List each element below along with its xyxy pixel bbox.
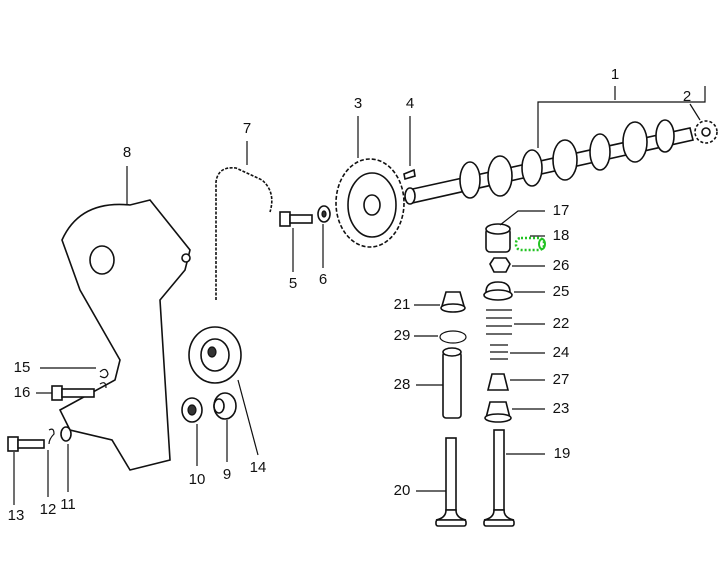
callout-24[interactable]: 24 (553, 344, 570, 361)
part-13-bolt[interactable] (7, 436, 45, 505)
part-2-drive-gear[interactable] (689, 103, 718, 144)
part-11-washer[interactable] (60, 426, 72, 492)
callout-17[interactable]: 17 (553, 202, 570, 219)
callout-18[interactable]: 18 (553, 227, 570, 244)
callout-5[interactable]: 5 (289, 275, 297, 292)
callout-11[interactable]: 11 (60, 496, 76, 513)
callout-16[interactable]: 16 (14, 384, 31, 401)
part-17-tappet[interactable] (485, 210, 545, 253)
callout-27[interactable]: 27 (553, 371, 570, 388)
callout-25[interactable]: 25 (553, 283, 570, 300)
callout-15[interactable]: 15 (14, 359, 31, 376)
callout-2[interactable]: 2 (683, 88, 691, 105)
part-27-valve-stem-seal[interactable] (486, 373, 545, 391)
part-8-timing-cover[interactable] (58, 166, 191, 471)
callout-22[interactable]: 22 (553, 315, 570, 332)
callout-4[interactable]: 4 (406, 95, 414, 112)
part-25-spring-retainer[interactable] (483, 281, 545, 301)
callout-12[interactable]: 12 (40, 501, 57, 518)
part-16-bolt[interactable] (36, 385, 95, 401)
part-20-intake-valve[interactable] (416, 437, 467, 527)
part-9-spacer[interactable] (213, 392, 237, 462)
callout-6[interactable]: 6 (319, 271, 327, 288)
callout-21[interactable]: 21 (394, 296, 411, 313)
part-1-camshaft[interactable] (404, 119, 694, 205)
part-29-circlip[interactable] (414, 330, 467, 344)
part-3-camshaft-sprocket[interactable] (335, 116, 405, 248)
callout-7[interactable]: 7 (243, 120, 251, 137)
part-10-bushing[interactable] (181, 397, 203, 466)
callout-14[interactable]: 14 (250, 459, 267, 476)
part-1-camshaft-bracket-line (537, 86, 706, 148)
callout-29[interactable]: 29 (394, 327, 411, 344)
part-4-woodruff-key[interactable] (403, 116, 416, 181)
callout-13[interactable]: 13 (8, 507, 25, 524)
part-14-tensioner-pulley[interactable] (188, 326, 259, 456)
callout-19[interactable]: 19 (554, 445, 571, 462)
part-21-valve-cotters[interactable] (414, 291, 466, 313)
callout-8[interactable]: 8 (123, 144, 131, 161)
part-15-lock-washer[interactable] (40, 367, 109, 389)
part-18-adjusting-shim-highlighted[interactable] (514, 235, 546, 252)
part-26-cotter[interactable] (489, 257, 545, 273)
callout-23[interactable]: 23 (553, 400, 570, 417)
part-24-inner-spring[interactable] (490, 344, 545, 360)
part-12-lock-washer[interactable] (47, 428, 55, 497)
callout-3[interactable]: 3 (354, 95, 362, 112)
part-7-timing-belt[interactable] (215, 141, 273, 300)
callout-26[interactable]: 26 (553, 257, 570, 274)
part-19-exhaust-valve[interactable] (483, 429, 545, 527)
part-5-bolt[interactable] (279, 211, 313, 272)
part-23-spring-seat[interactable] (484, 401, 545, 423)
callout-10[interactable]: 10 (189, 471, 206, 488)
part-6-washer[interactable] (317, 205, 331, 268)
callout-20[interactable]: 20 (394, 482, 411, 499)
callout-28[interactable]: 28 (394, 376, 411, 393)
part-28-valve-guide[interactable] (416, 347, 462, 419)
callout-1[interactable]: 1 (611, 66, 619, 83)
callout-9[interactable]: 9 (223, 466, 231, 483)
part-22-outer-spring[interactable] (486, 309, 545, 335)
